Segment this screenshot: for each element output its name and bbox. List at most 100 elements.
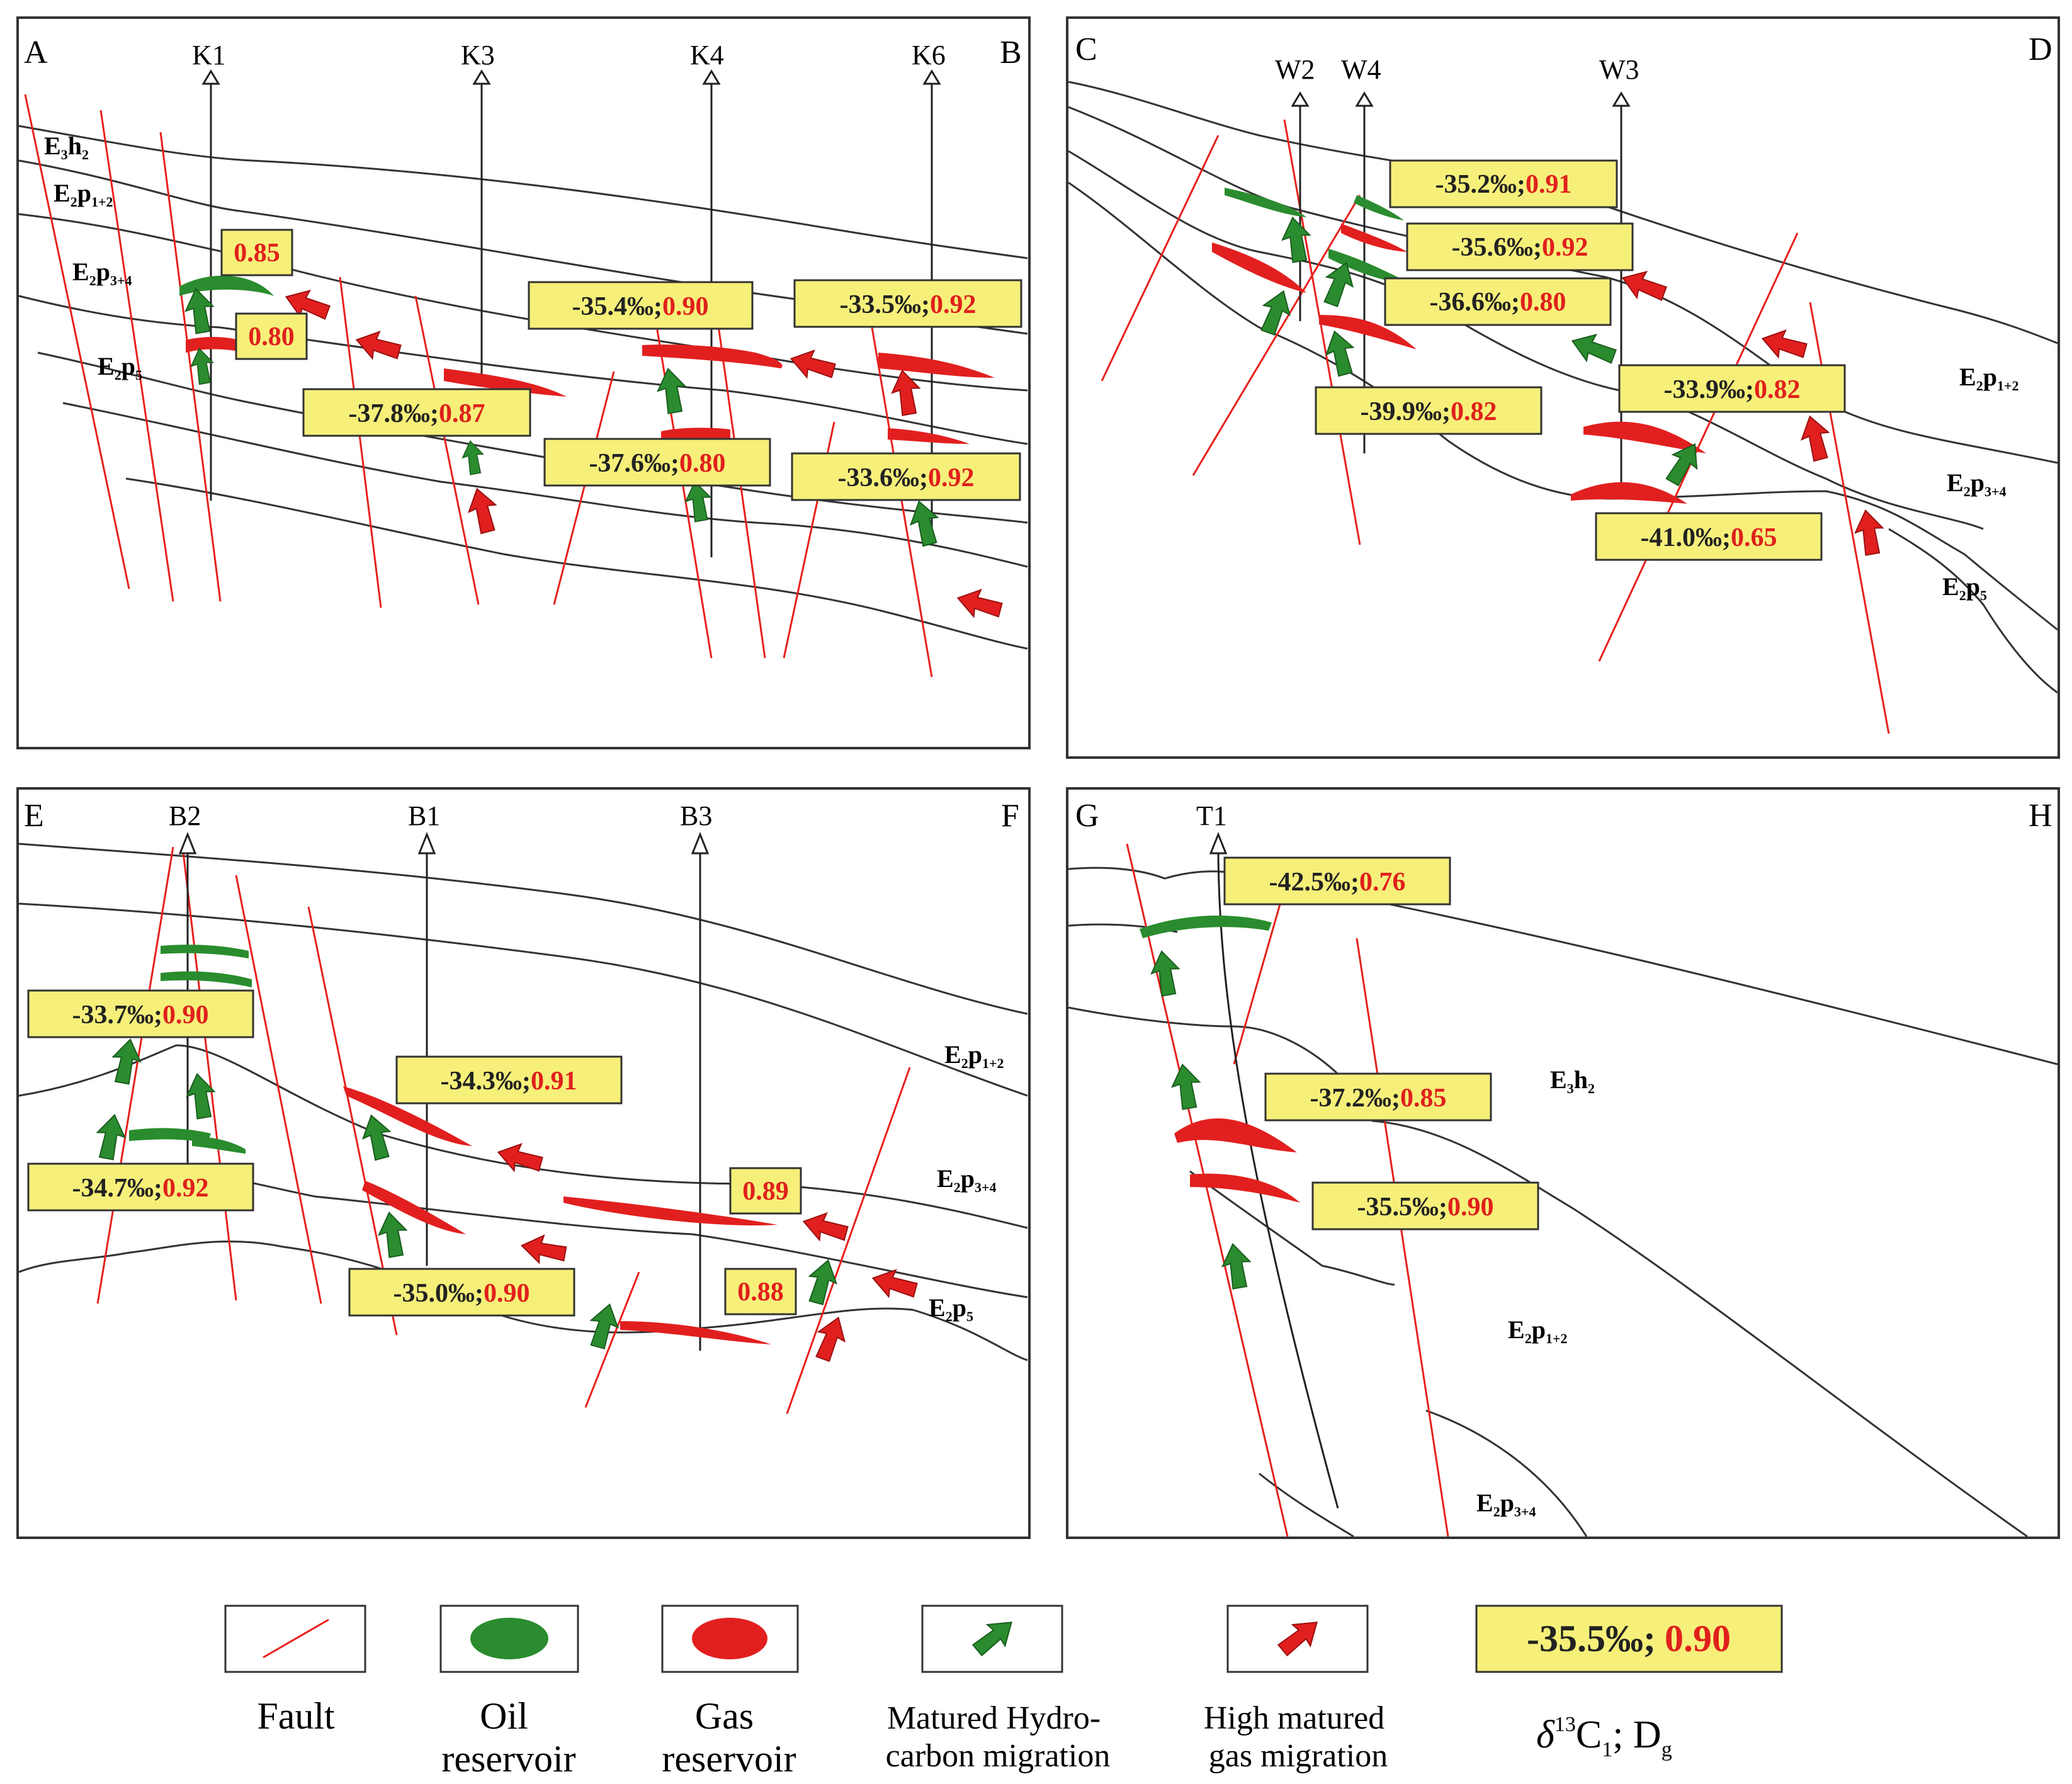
faults (96, 846, 911, 1414)
svg-text:E2p5: E2p5 (98, 352, 142, 383)
corner-label-e: E (24, 798, 44, 834)
svg-text:-35.2‰;0.91: -35.2‰;0.91 (1435, 170, 1572, 199)
formation-label: E2p5 (929, 1293, 973, 1324)
well-label-k6: K6 (912, 40, 946, 71)
oil-reservoirs (1225, 188, 1410, 283)
svg-text:0.88: 0.88 (737, 1278, 784, 1307)
legend-isotope-caption: δ13C1; Dg (1536, 1713, 1672, 1761)
oil-reservoirs (129, 945, 252, 1154)
legend-gas-label: Gas reservoir (662, 1695, 796, 1780)
well-label-k3: K3 (461, 40, 495, 71)
legend-fault-label: Fault (257, 1695, 335, 1737)
well-label-w4: W4 (1341, 54, 1381, 85)
legend-oil-label: Oil reservoir (441, 1695, 575, 1780)
corner-label-f: F (1001, 798, 1019, 834)
well-label-w2: W2 (1275, 54, 1315, 85)
svg-text:E2p5: E2p5 (929, 1293, 973, 1324)
formation-label: E2p5 (1942, 572, 1987, 603)
panel-ab: A B (16, 16, 1031, 749)
formation-label: E2p3+4 (937, 1164, 996, 1195)
svg-text:-33.7‰;0.90: -33.7‰;0.90 (72, 1001, 209, 1030)
faults (1101, 119, 1890, 734)
gas-reservoirs (343, 1086, 778, 1344)
svg-text:-33.5‰;0.92: -33.5‰;0.92 (840, 290, 977, 319)
well-label-b3: B3 (680, 800, 712, 831)
svg-text:E3h2: E3h2 (1550, 1065, 1595, 1096)
svg-text:-37.2‰;0.85: -37.2‰;0.85 (1310, 1084, 1447, 1113)
formation-label: E2p5 (98, 352, 142, 383)
svg-text:-39.9‰;0.82: -39.9‰;0.82 (1361, 397, 1497, 426)
svg-text:-35.5‰;0.90: -35.5‰;0.90 (1357, 1193, 1494, 1222)
well-label-b2: B2 (169, 800, 201, 831)
corner-label-b: B (1000, 35, 1022, 71)
formation-label: E2p1+2 (1959, 363, 2018, 394)
panel-cd: C D W2 W4 W3 E2p1+2 (1066, 16, 2060, 759)
svg-text:-33.6‰;0.92: -33.6‰;0.92 (838, 463, 975, 492)
formation-label: E3h2 (1550, 1065, 1595, 1096)
svg-text:-34.3‰;0.91: -34.3‰;0.91 (441, 1067, 577, 1096)
gas-reservoirs (1212, 224, 1706, 504)
isotope-label: -35.0‰;0.90 (348, 1268, 575, 1317)
legend-matured-label: Matured Hydro- carbon migration (886, 1700, 1111, 1774)
isotope-label: -33.5‰;0.92 (793, 279, 1022, 328)
svg-text:-37.6‰;0.80: -37.6‰;0.80 (589, 449, 726, 478)
formation-label: E2p1+2 (944, 1040, 1004, 1071)
svg-text:0.85: 0.85 (234, 239, 280, 268)
isotope-label: -41.0‰;0.65 (1595, 512, 1823, 561)
oil-reservoir (1140, 915, 1272, 938)
svg-text:E2p1+2: E2p1+2 (54, 179, 113, 210)
isotope-label: -33.9‰;0.82 (1618, 364, 1846, 413)
formation-label: E2p3+4 (1947, 469, 2006, 499)
isotope-label: -39.9‰;0.82 (1315, 386, 1543, 435)
svg-text:-35.0‰;0.90: -35.0‰;0.90 (393, 1279, 530, 1308)
wells (1209, 831, 1339, 1509)
corner-label-g: G (1075, 798, 1099, 834)
corner-label-h: H (2029, 798, 2052, 834)
corner-label-c: C (1075, 31, 1097, 67)
gas-reservoirs (1174, 1118, 1300, 1203)
svg-text:E2p1+2: E2p1+2 (944, 1040, 1004, 1071)
svg-text:E2p1+2: E2p1+2 (1508, 1315, 1567, 1346)
isotope-label: -42.5‰;0.76 (1223, 856, 1451, 906)
svg-text:E2p3+4: E2p3+4 (1476, 1489, 1536, 1520)
isotope-label: -36.6‰;0.80 (1384, 277, 1612, 326)
well-label-w3: W3 (1599, 54, 1639, 85)
formation-label: E3h2 (44, 132, 89, 162)
strata-lines (1068, 866, 2058, 1538)
formation-label: E2p3+4 (72, 258, 132, 288)
isotope-label: -37.2‰;0.85 (1264, 1072, 1492, 1122)
legend-fault-swatch (224, 1605, 366, 1673)
isotope-label: 0.80 (235, 312, 308, 360)
legend: -35.5‰;0.90 Fault Oil reservoir Gas rese… (224, 1605, 1783, 1780)
isotope-label: -35.4‰;0.90 (528, 281, 754, 330)
svg-text:-34.7‰;0.92: -34.7‰;0.92 (72, 1174, 209, 1203)
svg-text:-36.6‰;0.80: -36.6‰;0.80 (1430, 288, 1566, 317)
isotope-label: 0.89 (729, 1167, 802, 1215)
well-label-b1: B1 (408, 800, 440, 831)
formation-label: E2p1+2 (1508, 1315, 1567, 1346)
well-label-k4: K4 (690, 40, 724, 71)
legend-isotope-sample: -35.5‰;0.90 (1475, 1605, 1783, 1673)
legend-oil-swatch (439, 1605, 579, 1673)
isotope-label: 0.85 (220, 229, 293, 276)
panel-ef: E F B2 B1 B3 E2p1+2 (16, 787, 1031, 1539)
svg-text:-42.5‰;0.76: -42.5‰;0.76 (1269, 868, 1406, 897)
corner-label-a: A (24, 35, 48, 71)
svg-text:E2p3+4: E2p3+4 (1947, 469, 2006, 499)
isotope-label: -35.2‰;0.91 (1389, 159, 1618, 208)
svg-text:E3h2: E3h2 (44, 132, 89, 162)
svg-text:E2p5: E2p5 (1942, 572, 1987, 603)
well-label-k1: K1 (192, 40, 226, 71)
svg-text:0.80: 0.80 (248, 322, 295, 351)
svg-text:E2p1+2: E2p1+2 (1959, 363, 2018, 394)
svg-text:-41.0‰;0.65: -41.0‰;0.65 (1641, 523, 1777, 552)
svg-text:E2p3+4: E2p3+4 (937, 1164, 996, 1195)
isotope-label: -37.6‰;0.80 (543, 438, 771, 487)
legend-gas-swatch (661, 1605, 799, 1673)
legend-high-matured-arrow-swatch (1226, 1605, 1369, 1673)
legend-high-matured-label: High matured gas migration (1204, 1700, 1393, 1774)
isotope-label: -37.8‰;0.87 (302, 388, 531, 437)
corner-label-d: D (2029, 31, 2052, 67)
isotope-label: -35.6‰;0.92 (1406, 222, 1634, 271)
svg-text:-33.9‰;0.82: -33.9‰;0.82 (1664, 375, 1801, 404)
